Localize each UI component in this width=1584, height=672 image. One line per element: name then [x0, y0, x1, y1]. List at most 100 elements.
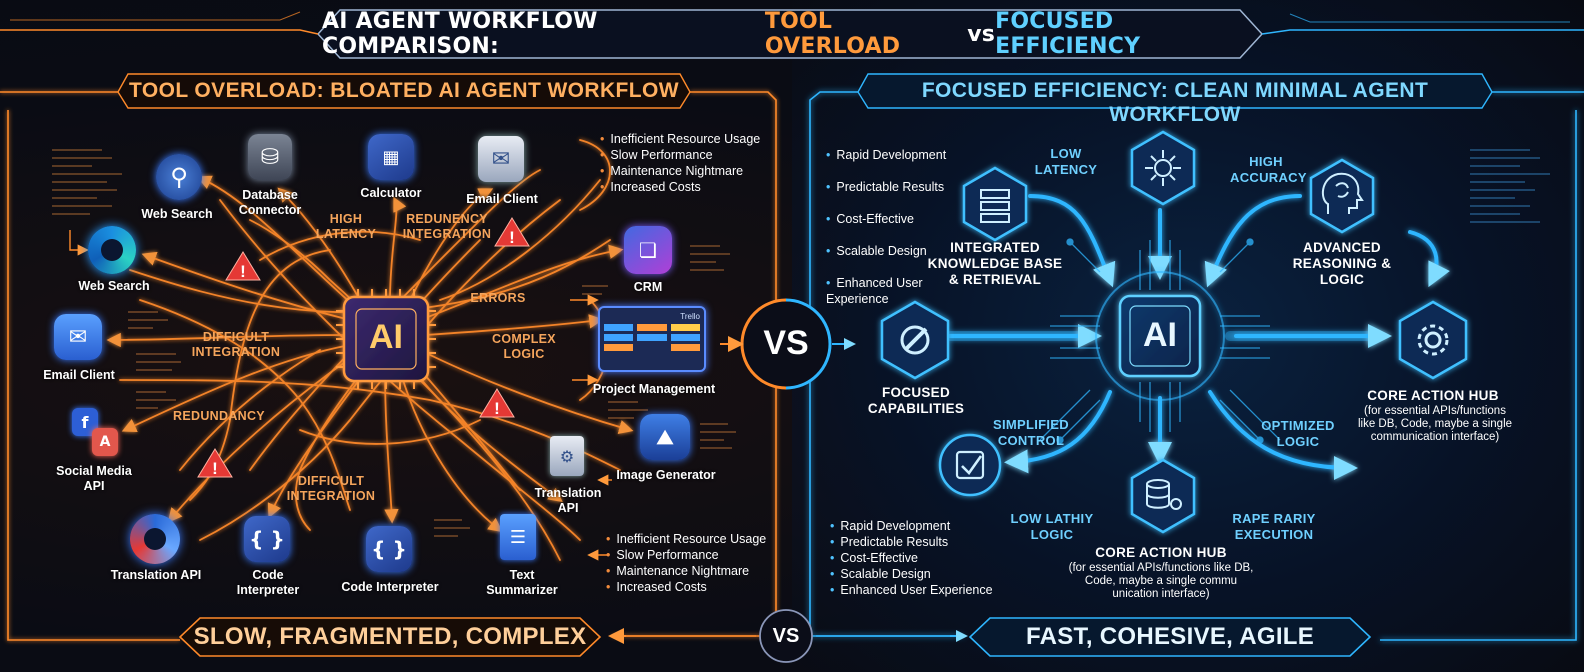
tool-web-search-1: Web Search [141, 207, 213, 221]
title-tool-overload: TOOL OVERLOAD [764, 9, 901, 59]
vs-bottom-label: VS [772, 625, 800, 647]
ann-simplified-control: SIMPLIFIED CONTROL [993, 417, 1069, 448]
social-media-icon: A [92, 428, 118, 456]
warning-icons: ! ! ! ! [197, 217, 530, 478]
bullet: Predictable Results [830, 534, 1010, 550]
right-heading-frame [857, 73, 1493, 109]
bullet: Predictable Results [826, 179, 966, 195]
tool-database-connector: Database Connector [238, 188, 302, 217]
stub-arrows [69, 230, 612, 561]
svg-text:!: ! [509, 228, 515, 247]
ann-difficult-integration-2: DIFFICULT INTEGRATION [286, 474, 376, 503]
svg-text:!: ! [240, 262, 246, 281]
node-knowledge-base: INTEGRATED KNOWLEDGE BASE & RETRIEVAL [927, 240, 1063, 288]
network-hub-icon [1145, 150, 1181, 186]
title-frame [0, 9, 1584, 59]
left-ai-chip [336, 289, 436, 389]
node-advanced-reasoning: ADVANCED REASONING & LOGIC [1292, 240, 1392, 288]
tool-code-interpreter-2: Code Interpreter [341, 580, 439, 594]
title-main: AI AGENT WORKFLOW COMPARISON: [322, 9, 598, 59]
node-core-action-hub-bottom: CORE ACTION HUB [1095, 545, 1227, 560]
ann-redundancy: REDUNDANCY [173, 409, 265, 423]
envelope-icon: ✉ [54, 314, 102, 360]
kanban-board-icon: Trello [598, 306, 706, 372]
ann-errors: ERRORS [470, 291, 526, 305]
layers-icon [980, 189, 1010, 223]
bullet: Inefficient Resource Usage [606, 531, 776, 547]
bullet: Scalable Design [826, 243, 966, 259]
swirl-logo-icon [130, 514, 180, 564]
svg-text:!: ! [494, 399, 500, 418]
left-footer-frame [178, 617, 602, 657]
document-icon: ☰ [500, 514, 536, 560]
right-ai-label: AI [1143, 316, 1177, 354]
bullet: Increased Costs [606, 579, 776, 595]
envelope-icon: ✉ [478, 136, 524, 182]
bullet: Slow Performance [600, 147, 770, 163]
kanban-tag: Trello [680, 312, 700, 321]
crm-app-icon: ❏ [624, 226, 672, 274]
bullet: Cost-Effective [826, 211, 966, 227]
bullet: Enhanced User Experience [826, 275, 966, 307]
title-vs: vs [967, 21, 996, 47]
image-icon: ⛰ [640, 414, 690, 460]
tool-text-summarizer: Text Summarizer [486, 568, 558, 597]
title-focused-efficiency: FOCUSED EFFICIENCY [995, 9, 1141, 59]
tool-project-management: Project Management [592, 382, 716, 396]
right-heading: FOCUSED EFFICIENCY: CLEAN MINIMAL AGENT … [921, 79, 1429, 126]
tool-translation-api-left: Translation API [110, 568, 202, 582]
node-core-action-hub-bottom-sub: (for essential APIs/functions like DB, C… [1068, 562, 1254, 600]
tool-web-search-2: Web Search [78, 279, 150, 293]
ann-optimized-logic: OPTIMIZED LOGIC [1261, 418, 1335, 449]
right-footer-frame [968, 617, 1372, 657]
bullet: Maintenance Nightmare [600, 163, 770, 179]
magnifier-icon: ⚲ [156, 154, 202, 200]
circuit-traces [1039, 238, 1281, 444]
right-footer: FAST, COHESIVE, AGILE [1025, 623, 1315, 650]
brain-head-icon [1321, 172, 1364, 214]
browser-globe-icon [88, 226, 136, 274]
checkbox-circle [938, 433, 1002, 497]
svg-text:!: ! [212, 459, 218, 478]
bullet: Enhanced User Experience [830, 582, 1010, 598]
bullet: Slow Performance [606, 547, 776, 563]
bullet: Inefficient Resource Usage [600, 131, 770, 147]
calculator-icon: ▦ [368, 134, 414, 180]
right-bullets-bottom: Rapid Development Predictable Results Co… [830, 518, 1010, 598]
warning-icon: ! [479, 388, 515, 418]
left-heading: TOOL OVERLOAD: BLOATED AI AGENT WORKFLOW [129, 79, 679, 102]
left-heading-frame [117, 73, 691, 109]
code-braces-icon: { } [244, 516, 290, 562]
bullet: Cost-Effective [830, 550, 1010, 566]
database-cogs-icon [1146, 479, 1182, 510]
left-bullets-bottom: Inefficient Resource Usage Slow Performa… [606, 531, 776, 595]
warning-icon: ! [225, 251, 261, 281]
ann-rape-rariy-execution: RAPE RARIY EXECUTION [1232, 511, 1316, 542]
bullet: Maintenance Nightmare [606, 563, 776, 579]
page-title: AI AGENT WORKFLOW COMPARISON: TOOL OVERL… [322, 8, 1256, 60]
ann-low-latency: LOW LATENCY [1034, 146, 1098, 177]
left-footer: SLOW, FRAGMENTED, COMPLEX [193, 623, 587, 650]
warning-icon: ! [197, 448, 233, 478]
tool-calculator: Calculator [360, 186, 422, 200]
ann-high-latency: HIGH LATENCY [315, 212, 377, 241]
ann-low-lathiy-logic: LOW LATHIY LOGIC [1010, 511, 1094, 542]
ann-redundancy-integration: REDUNENCY INTEGRATION [402, 212, 492, 241]
tool-image-generator: Image Generator [616, 468, 716, 482]
node-core-action-hub-right: CORE ACTION HUB [1367, 388, 1499, 403]
gear-icon [1417, 324, 1449, 356]
tool-code-interpreter-1: Code Interpreter [236, 568, 300, 597]
database-icon: ⛁ [248, 134, 292, 180]
right-ai-chip [1095, 271, 1225, 401]
ann-difficult-integration-1: DIFFICULT INTEGRATION [191, 330, 281, 359]
bullet: Scalable Design [830, 566, 1010, 582]
left-bullets-top: Inefficient Resource Usage Slow Performa… [600, 131, 770, 195]
vs-bottom-emblem [608, 609, 968, 663]
tool-email-client-top: Email Client [466, 192, 538, 206]
tool-icon [900, 325, 930, 355]
code-lines-deco-right [1470, 149, 1550, 223]
tool-translation-api-right: Translation API [534, 486, 602, 515]
tool-email-client-left: Email Client [43, 368, 115, 382]
